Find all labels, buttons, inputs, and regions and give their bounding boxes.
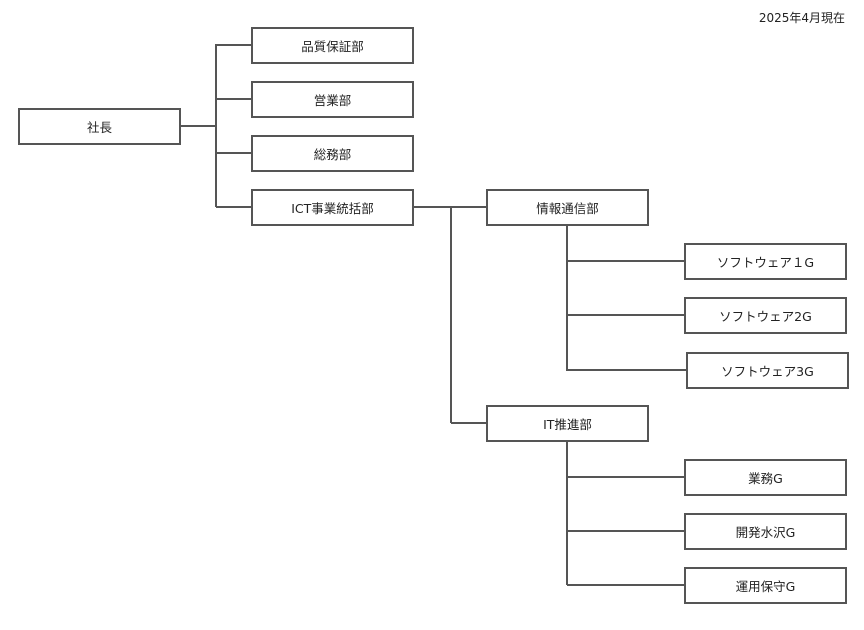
node-quality-assurance-dept: 品質保証部 [251, 27, 414, 64]
node-development-mizusawa-g: 開発水沢G [684, 513, 847, 550]
node-software-2g: ソフトウェア2G [684, 297, 847, 334]
node-general-affairs-dept: 総務部 [251, 135, 414, 172]
node-software-3g: ソフトウェア3G [686, 352, 849, 389]
node-ict-business-dept: ICT事業統括部 [251, 189, 414, 226]
node-it-promotion-dept: IT推進部 [486, 405, 649, 442]
node-sales-dept: 営業部 [251, 81, 414, 118]
node-software-1g: ソフトウェア１G [684, 243, 847, 280]
node-business-g: 業務G [684, 459, 847, 496]
as-of-date: 2025年4月現在 [758, 11, 845, 25]
node-info-comm-dept: 情報通信部 [486, 189, 649, 226]
node-president: 社長 [18, 108, 181, 145]
node-operations-maintenance-g: 運用保守G [684, 567, 847, 604]
